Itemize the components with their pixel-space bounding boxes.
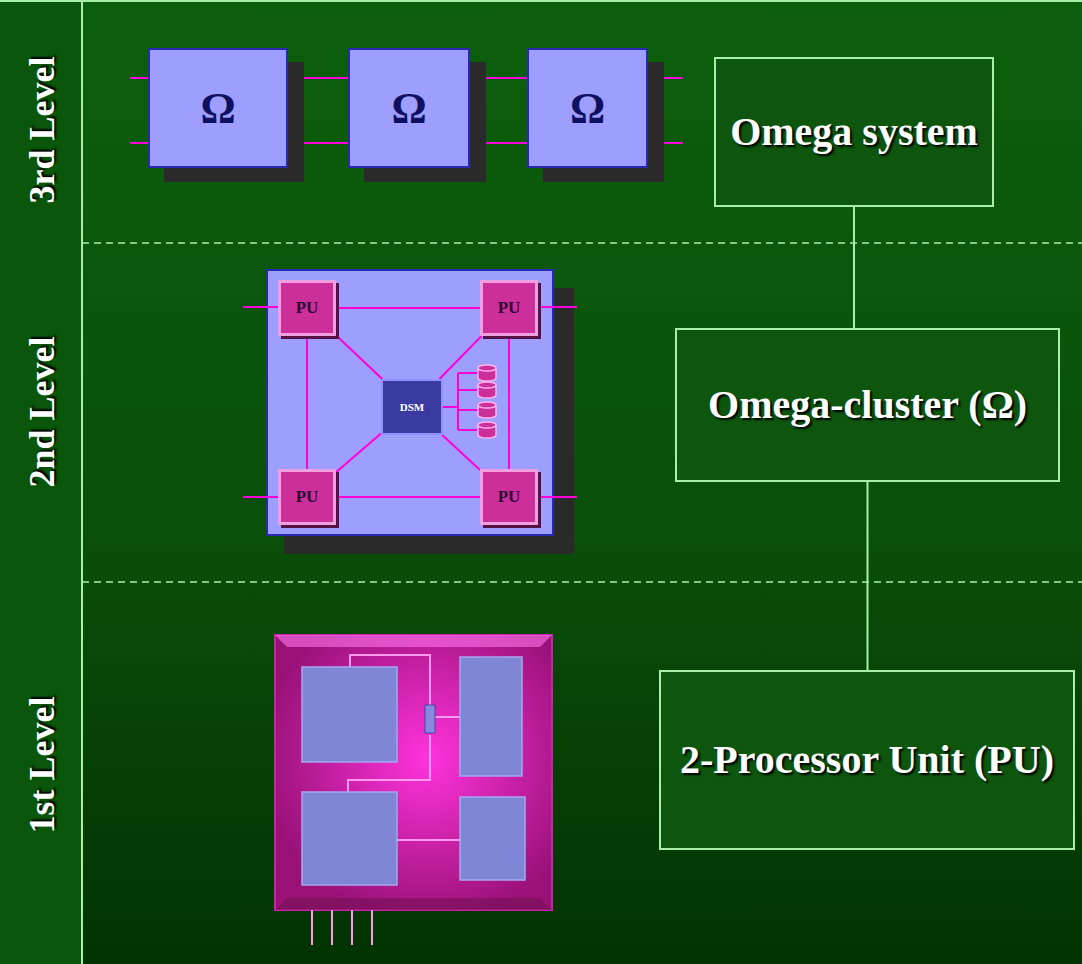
processor-unit: PU <box>480 280 538 336</box>
connector <box>336 335 382 379</box>
processor-unit: PU <box>480 469 538 525</box>
node-label: PU <box>498 487 521 507</box>
node-label: 2-Processor Unit (PU) <box>670 736 1064 784</box>
connector <box>867 482 869 670</box>
connector <box>470 78 527 143</box>
node-label: Ω <box>391 83 426 134</box>
chip <box>275 635 552 945</box>
node-label: PU <box>498 298 521 318</box>
level-label: 1st Level <box>21 697 63 834</box>
node-label: PU <box>296 298 319 318</box>
node-label: Omega-cluster (Ω) <box>698 381 1037 429</box>
level-divider <box>82 581 1082 583</box>
node-label: Ω <box>570 83 605 134</box>
omega-cluster-block: Ω <box>527 48 648 168</box>
node-label: DSM <box>400 401 424 413</box>
disk-wires <box>442 373 478 430</box>
connector <box>336 434 381 473</box>
node-label: Omega system <box>720 108 988 156</box>
processor-unit: PU <box>278 280 336 336</box>
node-label: PU <box>296 487 319 507</box>
column-rule <box>81 0 83 964</box>
connector <box>288 78 348 143</box>
level-box: Omega-cluster (Ω) <box>675 328 1060 482</box>
disk-stack <box>478 365 496 438</box>
connector <box>442 435 480 470</box>
omega-cluster-block: Ω <box>348 48 470 168</box>
level-label: 3rd Level <box>21 57 63 204</box>
shared-memory: DSM <box>381 379 443 435</box>
connector <box>336 496 480 498</box>
omega-cluster-block: Ω <box>148 48 288 168</box>
connector <box>853 207 855 328</box>
top-rule <box>0 0 1082 2</box>
level-label: 2nd Level <box>21 336 63 487</box>
connector <box>508 336 510 469</box>
connector <box>306 336 308 469</box>
processor-unit: PU <box>278 469 336 525</box>
connector <box>439 336 481 379</box>
node-label: Ω <box>200 83 235 134</box>
level-box: Omega system <box>714 57 994 207</box>
level-divider <box>82 242 1082 244</box>
cluster-board <box>267 270 553 535</box>
level-column <box>0 0 82 964</box>
connector <box>336 307 480 309</box>
level-box: 2-Processor Unit (PU) <box>659 670 1075 850</box>
